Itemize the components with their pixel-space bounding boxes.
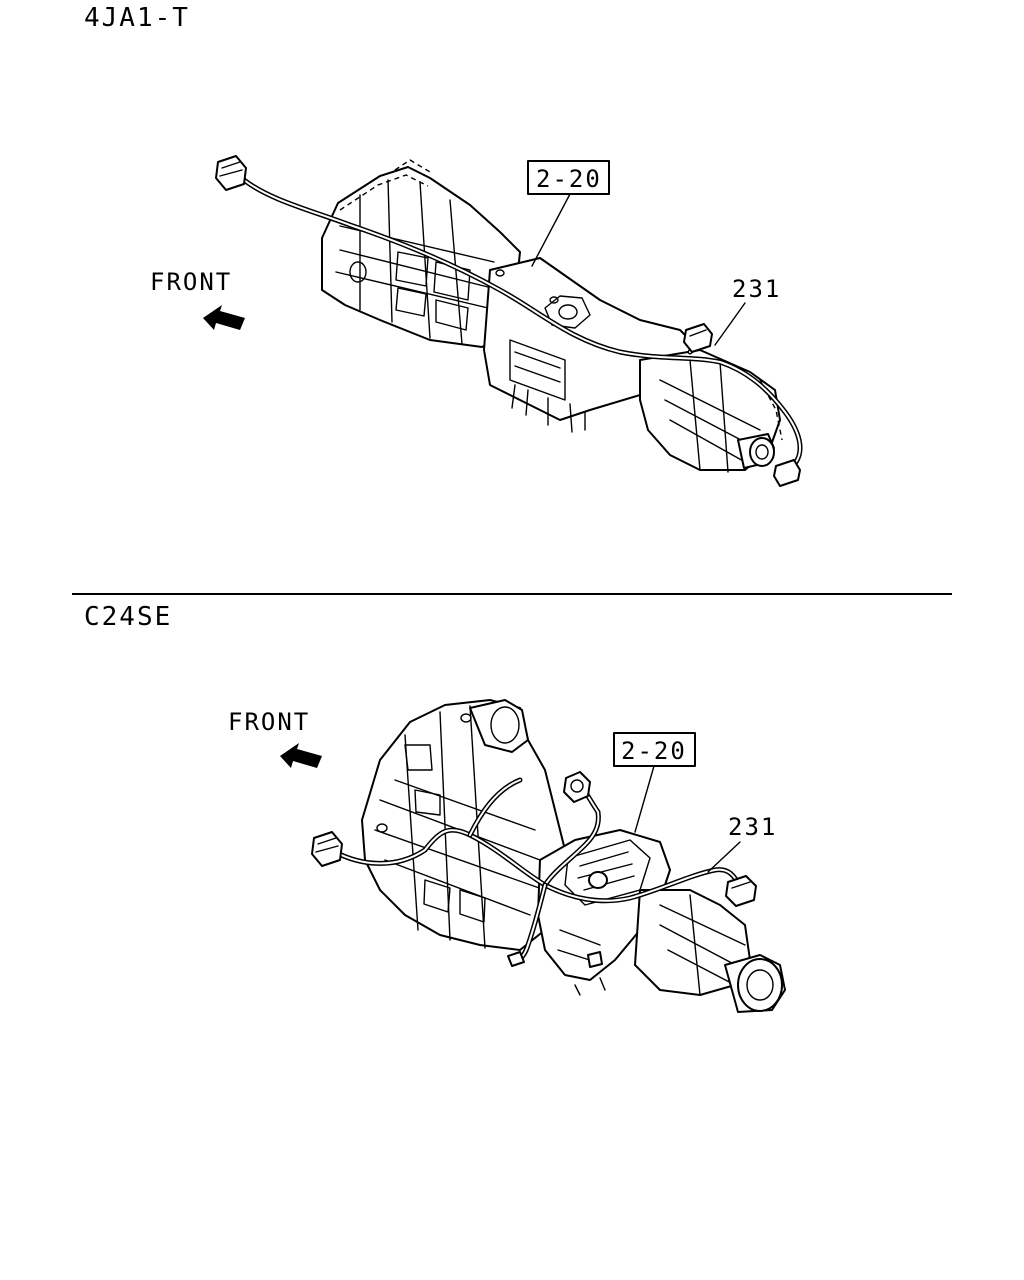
front-label: FRONT xyxy=(150,268,232,296)
connector-lower xyxy=(507,951,525,967)
transmission-illustration xyxy=(361,699,786,1013)
ref-box-label: 2-20 xyxy=(621,737,687,765)
ref-box-label: 2-20 xyxy=(536,165,602,193)
part-number-callout: 231 xyxy=(714,275,781,346)
connector-rear xyxy=(773,459,801,487)
section-c24se: C24SE FRONT xyxy=(84,602,786,1013)
ref-box-callout: 2-20 xyxy=(613,732,696,833)
part-number-label: 231 xyxy=(732,275,781,303)
front-label: FRONT xyxy=(228,708,310,736)
part-number-label: 231 xyxy=(728,813,777,841)
transmission-illustration xyxy=(321,159,783,473)
part-number-callout: 231 xyxy=(707,813,777,873)
ref-box-callout: 2-20 xyxy=(527,160,610,267)
section-4ja1-t: 4JA1-T FRONT xyxy=(84,3,803,487)
connector-middle xyxy=(683,323,713,353)
connector-sensor xyxy=(563,771,591,803)
front-arrow-icon xyxy=(280,743,322,768)
front-arrow-icon xyxy=(203,305,245,330)
connector-front xyxy=(311,831,343,867)
ref-box xyxy=(527,160,610,195)
connector-rear xyxy=(725,875,757,907)
connector-front xyxy=(215,155,247,191)
engine-label: C24SE xyxy=(84,602,172,632)
engine-label: 4JA1-T xyxy=(84,3,190,33)
